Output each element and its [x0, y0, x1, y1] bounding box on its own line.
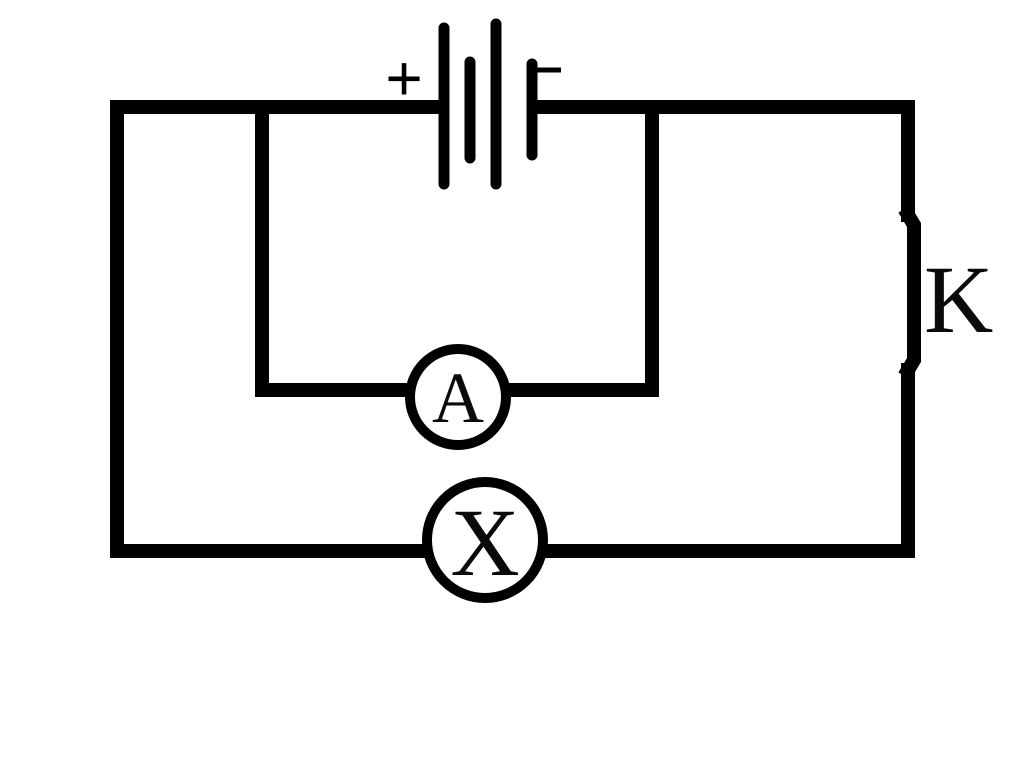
ammeter-branch-right-wire — [503, 100, 659, 397]
ammeter: A — [405, 344, 511, 450]
lamp-circle — [422, 477, 548, 603]
lamp-label: X — [450, 489, 519, 596]
switch-k — [898, 205, 921, 380]
outer-right-top-wire — [533, 100, 915, 222]
ammeter-label: A — [432, 358, 484, 438]
outer-right-bottom-wire — [538, 363, 915, 558]
ammeter-circle — [405, 344, 511, 450]
lamp: X — [422, 477, 548, 603]
ammeter-branch-left-wire — [255, 100, 415, 397]
outer-left-wire — [110, 100, 447, 558]
battery — [438, 18, 538, 190]
switch-label: K — [924, 246, 993, 353]
battery-positive-sign: + — [385, 42, 422, 114]
